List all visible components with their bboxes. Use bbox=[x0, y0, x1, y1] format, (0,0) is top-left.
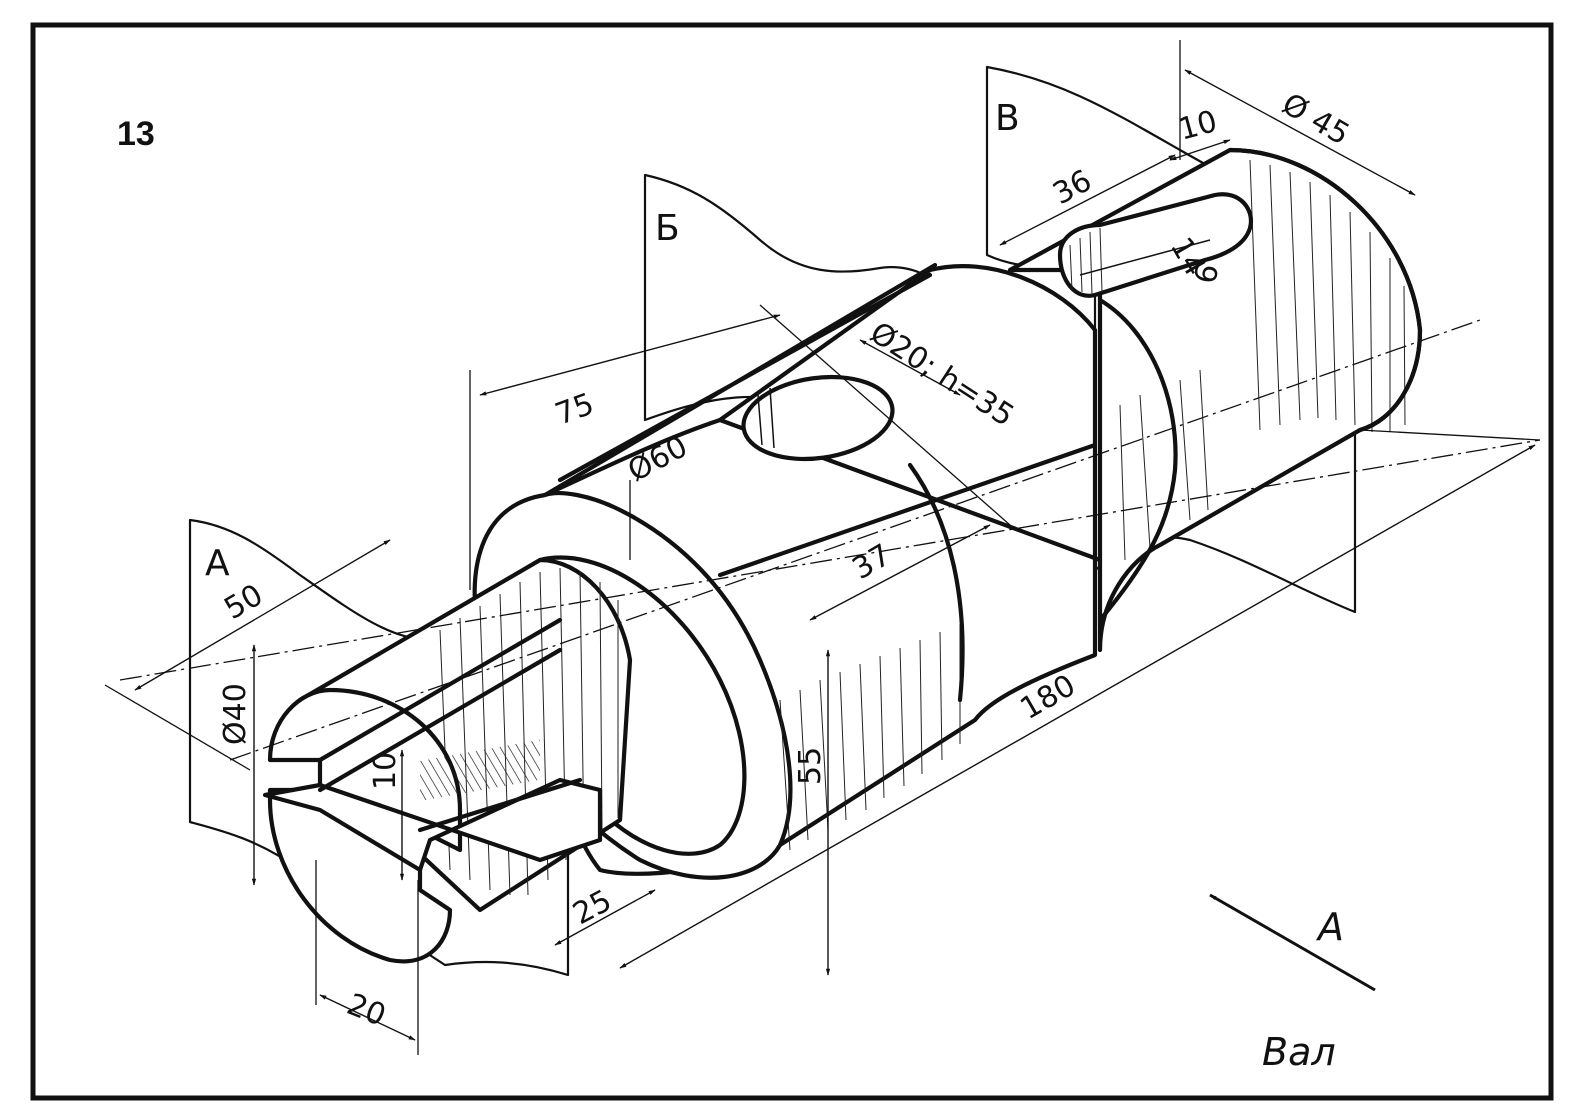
drawing-frame bbox=[30, 22, 1554, 1101]
dim-180-ext bbox=[1359, 429, 1541, 441]
dim-36-line bbox=[999, 154, 1176, 246]
dim-55-label: 55 bbox=[793, 747, 828, 785]
dim-75-label: 75 bbox=[551, 387, 599, 433]
radial-hole-inner bbox=[757, 387, 775, 449]
drawing-title: Вал bbox=[1262, 1030, 1336, 1074]
plane-label-b: Б bbox=[655, 208, 680, 249]
keyway-slot-shading bbox=[1069, 227, 1103, 295]
dim-20-label: 20 bbox=[342, 987, 391, 1034]
dim-d45-label: Ø 45 bbox=[1276, 87, 1355, 153]
dim-slot10-label: 10 bbox=[368, 752, 403, 790]
dim-key10-line bbox=[1169, 139, 1231, 161]
dim-50-ext bbox=[104, 684, 251, 771]
plane-label-c: B bbox=[995, 98, 1020, 139]
dim-37-line bbox=[809, 524, 991, 621]
keyway-slot-bottom bbox=[1079, 239, 1211, 276]
dim-75-line bbox=[479, 314, 781, 396]
dim-d45-line bbox=[1184, 69, 1416, 196]
view-arrow-label: A bbox=[1315, 905, 1344, 949]
dim-75-ext-b bbox=[759, 304, 1011, 526]
dim-d40-label: Ø40 bbox=[218, 683, 253, 745]
dim-key10-label: 10 bbox=[1175, 104, 1221, 148]
slot-floor-hatch bbox=[420, 739, 540, 801]
dim-hole-line bbox=[859, 339, 961, 396]
plane-label-a: A bbox=[205, 543, 230, 584]
dim-180-line bbox=[619, 444, 1536, 969]
dim-25-label: 25 bbox=[567, 883, 617, 932]
figure-number: 13 bbox=[117, 115, 155, 153]
slot-edge bbox=[317, 617, 583, 833]
dim-50-line bbox=[134, 539, 391, 691]
dim-25-line bbox=[554, 889, 656, 946]
dim-20-line bbox=[319, 994, 416, 1041]
center-axis-2 bbox=[229, 319, 1481, 761]
view-arrow bbox=[1209, 893, 1376, 992]
